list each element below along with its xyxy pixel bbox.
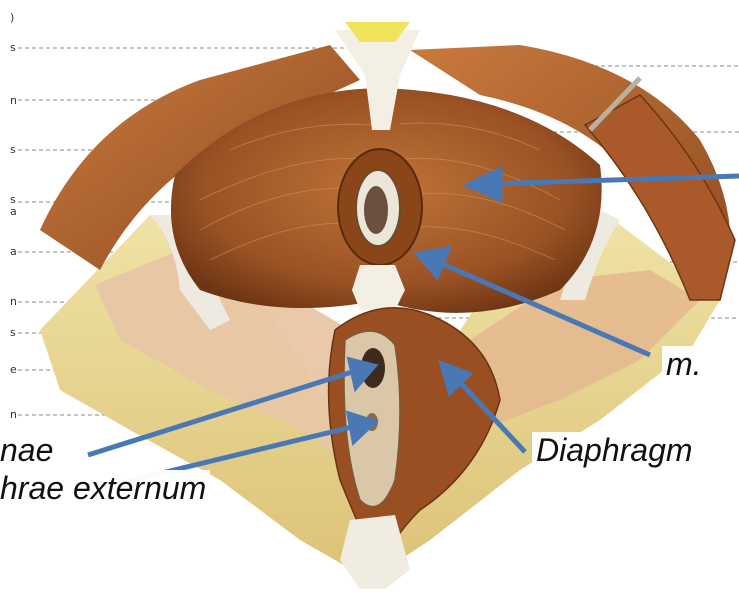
edge-mark-3: s <box>10 144 16 155</box>
perineal-body <box>352 265 405 310</box>
label-diaphragm: Diaphragm <box>532 432 697 468</box>
edge-mark-1: s <box>10 42 16 53</box>
edge-mark-5: a <box>10 206 17 217</box>
label-urethrae-externum: hrae externum <box>0 470 210 506</box>
label-nae: nae <box>0 432 57 468</box>
edge-mark-0: ) <box>10 12 14 23</box>
edge-mark-2: n <box>10 95 17 106</box>
edge-mark-8: s <box>10 327 16 338</box>
edge-mark-4: s <box>10 194 16 205</box>
edge-mark-9: e <box>10 364 17 375</box>
edge-mark-7: n <box>10 296 17 307</box>
label-m: m. <box>662 346 739 382</box>
edge-mark-10: n <box>10 409 17 420</box>
anal-canal <box>364 186 388 234</box>
edge-mark-6: a <box>10 246 17 257</box>
